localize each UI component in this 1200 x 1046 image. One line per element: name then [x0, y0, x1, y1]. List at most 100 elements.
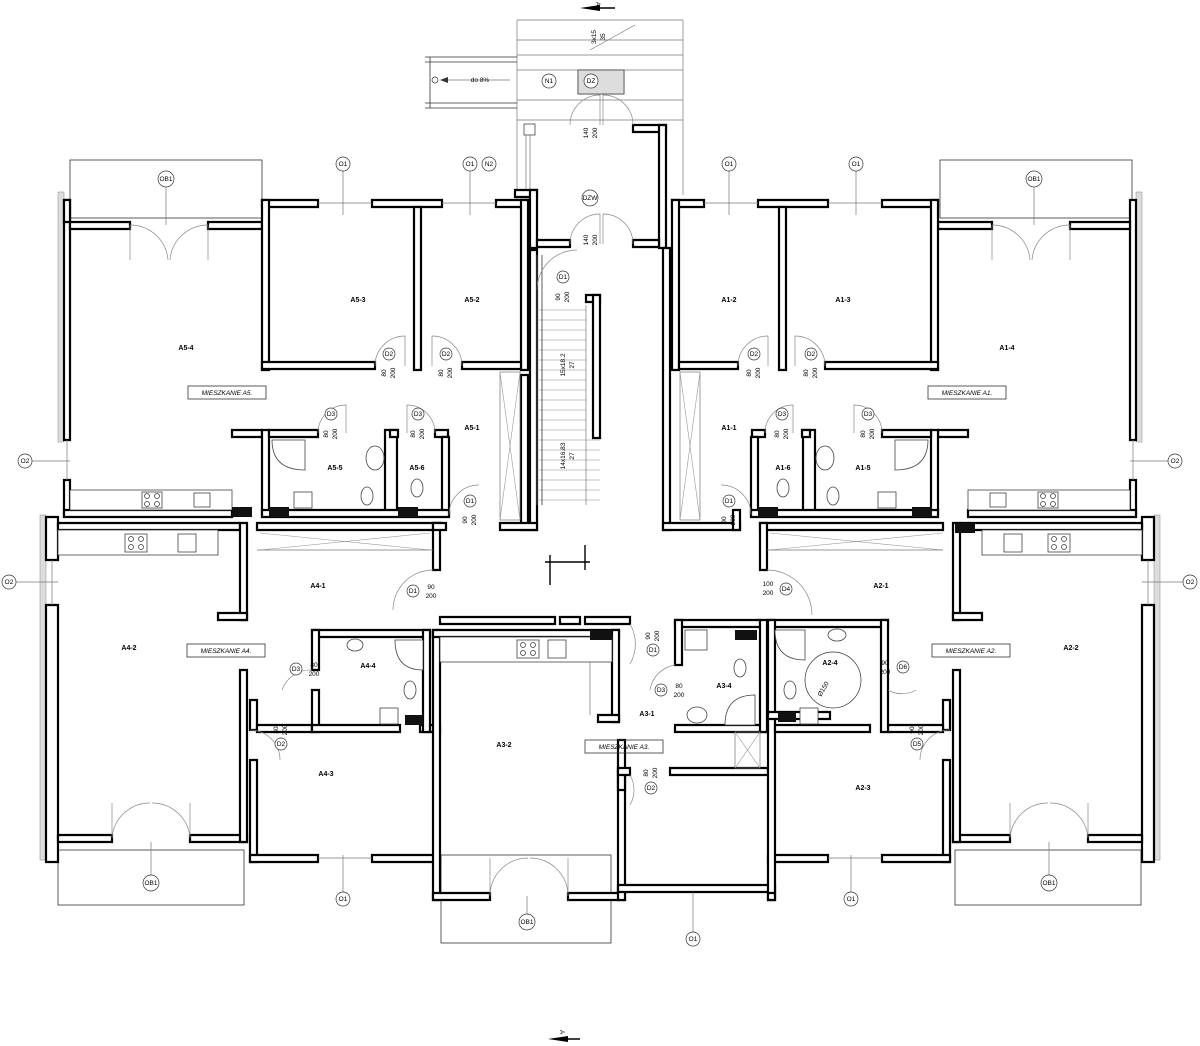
tag-ob1: OB1: [520, 919, 533, 926]
dim-text: 200: [282, 724, 289, 735]
room-label: A1-5: [855, 465, 870, 472]
entrance-area: [425, 19, 684, 205]
dim-text: 200: [869, 428, 876, 439]
room-label: A5-5: [327, 465, 342, 472]
cross-areas: [257, 371, 944, 769]
room-label: A2-1: [873, 583, 888, 590]
dim-text: 80: [310, 662, 318, 669]
room-label: A5-4: [178, 345, 193, 352]
tag-d5: D5: [913, 741, 922, 748]
dim-text: 200: [783, 428, 790, 439]
tag-n2: N2: [485, 161, 494, 168]
dim-text: 200: [812, 367, 819, 378]
dim-text: 3x15: [591, 30, 598, 44]
dim-text: 80: [675, 683, 683, 690]
room-label: A5-3: [350, 297, 365, 304]
balconies: [57, 159, 1142, 944]
dim-text: 90: [555, 293, 562, 301]
tag-d1: D1: [466, 498, 475, 505]
tag-d1: D1: [559, 274, 568, 281]
tag-d2: D2: [442, 351, 451, 358]
room-label: A2-3: [855, 785, 870, 792]
apartment-labels: MIESZKANIE A5. MIESZKANIE A1. MIESZKANIE…: [186, 385, 1011, 754]
dim-text: 27: [569, 361, 576, 369]
dim-text: 200: [763, 590, 774, 597]
room-label: A1-3: [835, 297, 850, 304]
dim-text: 200: [674, 692, 685, 699]
dim-text: 200: [471, 514, 478, 525]
tag-o1: O1: [466, 161, 475, 168]
dim-text: 200: [918, 724, 925, 735]
tag-o1: O1: [725, 161, 734, 168]
tag-d1: D1: [409, 588, 418, 595]
section-label-top: A: [594, 2, 601, 7]
dim-text: 80: [860, 430, 867, 438]
dim-text: 90: [721, 516, 728, 524]
room-label: A3-2: [496, 742, 511, 749]
dimensions: 140 200 140 200 90 200 15x18.2 27 14x16.…: [273, 30, 925, 779]
tag-o2: O2: [21, 458, 30, 465]
dim-text: 27: [569, 452, 576, 460]
apartment-label: MIESZKANIE A3.: [599, 744, 650, 751]
apartment-label: MIESZKANIE A2.: [946, 648, 997, 655]
stairs: [536, 255, 600, 505]
section-marker-bottom: A: [548, 1030, 580, 1042]
dim-text: 80: [273, 726, 280, 734]
dim-text: 35: [600, 33, 607, 41]
tag-d3: D3: [657, 687, 666, 694]
dim-text: 90: [462, 516, 469, 524]
dim-text: 80: [643, 769, 650, 777]
tag-d3: D3: [327, 411, 336, 418]
tag-d3: D3: [778, 411, 787, 418]
dim-text: 14x16.83: [560, 442, 567, 469]
dim-text: 200: [592, 127, 599, 138]
dim-text: 200: [426, 593, 437, 600]
window-lines: [16, 170, 1184, 932]
room-label: A3-1: [639, 711, 654, 718]
apartment-label: MIESZKANIE A1.: [942, 390, 993, 397]
tag-o1: O1: [339, 896, 348, 903]
tag-n1: N1: [545, 78, 554, 85]
center-mark: [545, 545, 590, 585]
dim-text: 80: [438, 369, 445, 377]
dim-text: 80: [803, 369, 810, 377]
dim-text: 80: [746, 369, 753, 377]
dim-text: 200: [654, 630, 661, 641]
room-label: A4-4: [360, 663, 375, 670]
dim-text: 90: [909, 726, 916, 734]
room-label: A3-4: [716, 683, 731, 690]
room-label: A1-4: [999, 345, 1014, 352]
vents: [232, 507, 975, 725]
dim-text: 80: [323, 430, 330, 438]
room-label: A4-2: [121, 645, 136, 652]
dim-text: 15x18.2: [560, 353, 567, 377]
bathroom-fixtures: [271, 439, 929, 726]
dim-text: 200: [755, 367, 762, 378]
dim-text: 80: [381, 369, 388, 377]
tag-o2: O2: [1171, 458, 1180, 465]
dim-text: 80: [774, 430, 781, 438]
tag-o2: O2: [1186, 579, 1195, 586]
dim-text: 200: [332, 428, 339, 439]
dim-text: 200: [390, 367, 397, 378]
tag-d4: D4: [782, 586, 791, 593]
tag-d2: D2: [807, 351, 816, 358]
tag-d3: D3: [864, 411, 873, 418]
tag-d1: D1: [725, 498, 734, 505]
room-label: A1-1: [721, 425, 736, 432]
dim-text: 90: [645, 632, 652, 640]
tag-dz: DZ: [587, 78, 596, 85]
tag-dzw: DZW: [583, 195, 599, 202]
tag-d6: D6: [899, 664, 908, 671]
dim-text: 200: [447, 367, 454, 378]
tag-ob1: OB1: [1042, 880, 1055, 887]
kitchens: [57, 489, 1143, 715]
dim-text: 90: [427, 584, 435, 591]
walls: [44, 123, 1156, 902]
section-label-bottom: A: [558, 1030, 565, 1035]
tag-o1: O1: [689, 936, 698, 943]
room-label: A2-4: [822, 660, 837, 667]
dim-text: 100: [763, 581, 774, 588]
tag-circles: N1 DZ N2 DZW O1 O1 O1 O1 OB1 OB1 O2 O2 O…: [1, 73, 1198, 947]
